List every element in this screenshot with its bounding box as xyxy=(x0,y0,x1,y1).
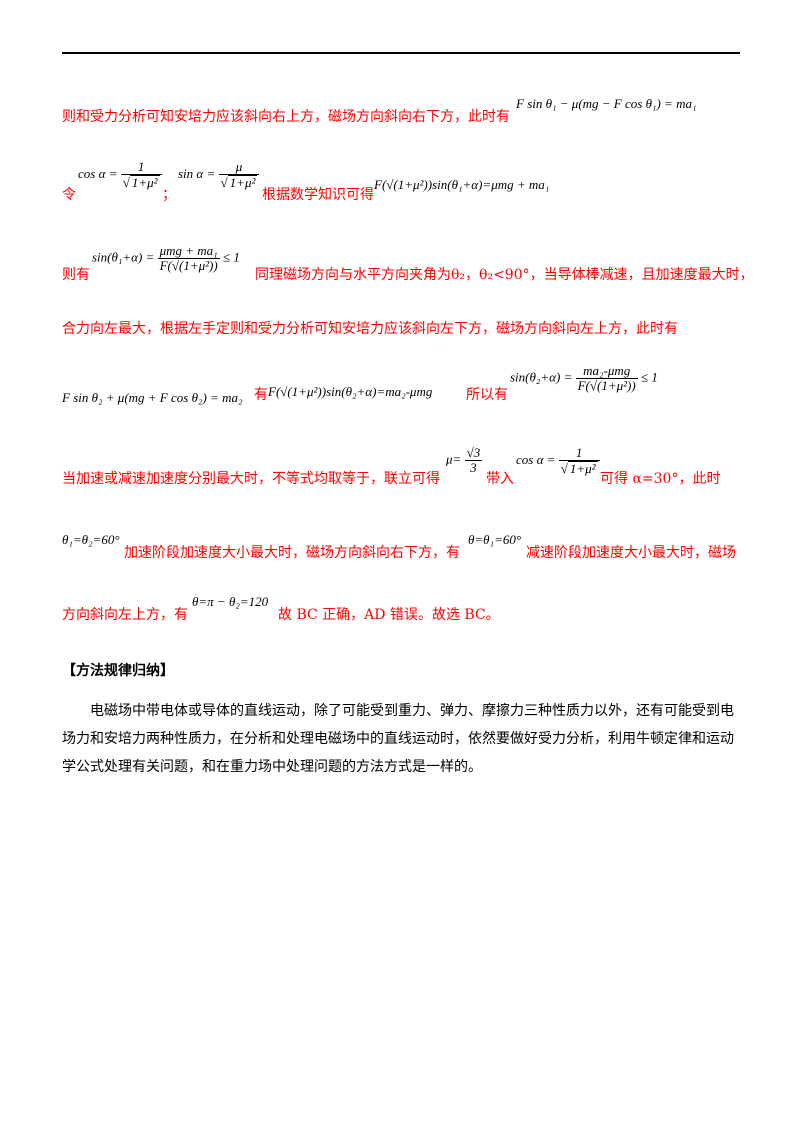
formula-force-balance-2: F sin θ₂ + μ(mg + F cos θ₂) = ma₂ xyxy=(62,390,243,405)
formula-cos-alpha: cos α = 1√1+μ² xyxy=(78,160,162,190)
answer-statement: 故 BC 正确，AD 错误。故选 BC。 xyxy=(278,607,500,623)
solution-line-8-text: 方向斜向左上方，有 xyxy=(62,607,188,623)
solution-line-2-text: 根据数学知识可得 xyxy=(262,187,374,203)
header-rule xyxy=(62,52,740,54)
formula-combined-2: F(√(1+μ²))sin(θ₂+α)=ma₂-μmg xyxy=(268,384,433,399)
section-heading: 【方法规律归纳】 xyxy=(62,663,174,679)
formula-theta-decel: θ=π − θ₂=120 xyxy=(192,594,269,609)
let-label: 令 xyxy=(62,187,76,203)
solution-line-1: 则和受力分析可知安培力应该斜向右上方，磁场方向斜向右下方，此时有 xyxy=(62,109,510,125)
so-label: 所以有 xyxy=(466,387,508,403)
then-label: 则有 xyxy=(62,267,90,283)
formula-theta-equal: θ₁=θ₂=60° xyxy=(62,532,120,547)
substitute-label: 带入 xyxy=(486,471,514,487)
formula-sin-alpha: sin α = μ√1+μ² xyxy=(178,160,260,190)
have-label-1: 有 xyxy=(254,387,268,403)
solution-line-4: 合力向左最大，根据左手定则和受力分析可知安培力应该斜向左下方，磁场方向斜向左上方… xyxy=(62,321,678,337)
formula-combined-1: F(√(1+μ²))sin(θ₁+α)=μmg + ma₁ xyxy=(374,177,550,192)
solution-line-7-text: 加速阶段加速度大小最大时，磁场方向斜向右下方，有 xyxy=(124,545,460,561)
formula-theta-accel: θ=θ₁=60° xyxy=(468,532,522,547)
method-summary-paragraph: 电磁场中带电体或导体的直线运动，除了可能受到重力、弹力、摩擦力三种性质力以外，还… xyxy=(62,703,734,775)
formula-force-balance-1: F sin θ₁ − μ(mg − F cos θ₁) = ma₁ xyxy=(516,96,697,111)
solution-line-7-end: 减速阶段加速度大小最大时，磁场 xyxy=(526,545,736,561)
solution-line-6-result: 可得 α=30°，此时 xyxy=(600,471,721,487)
solution-line-3-text: 同理磁场方向与水平方向夹角为θ₂，θ₂<90°，当导体棒减速，且加速度最大时， xyxy=(255,267,754,283)
solution-line-6-text: 当加速或减速加速度分别最大时，不等式均取等于，联立可得 xyxy=(62,471,440,487)
formula-cos-alpha-2: cos α = 1√1+μ² xyxy=(516,446,600,476)
separator: ； xyxy=(162,187,176,203)
